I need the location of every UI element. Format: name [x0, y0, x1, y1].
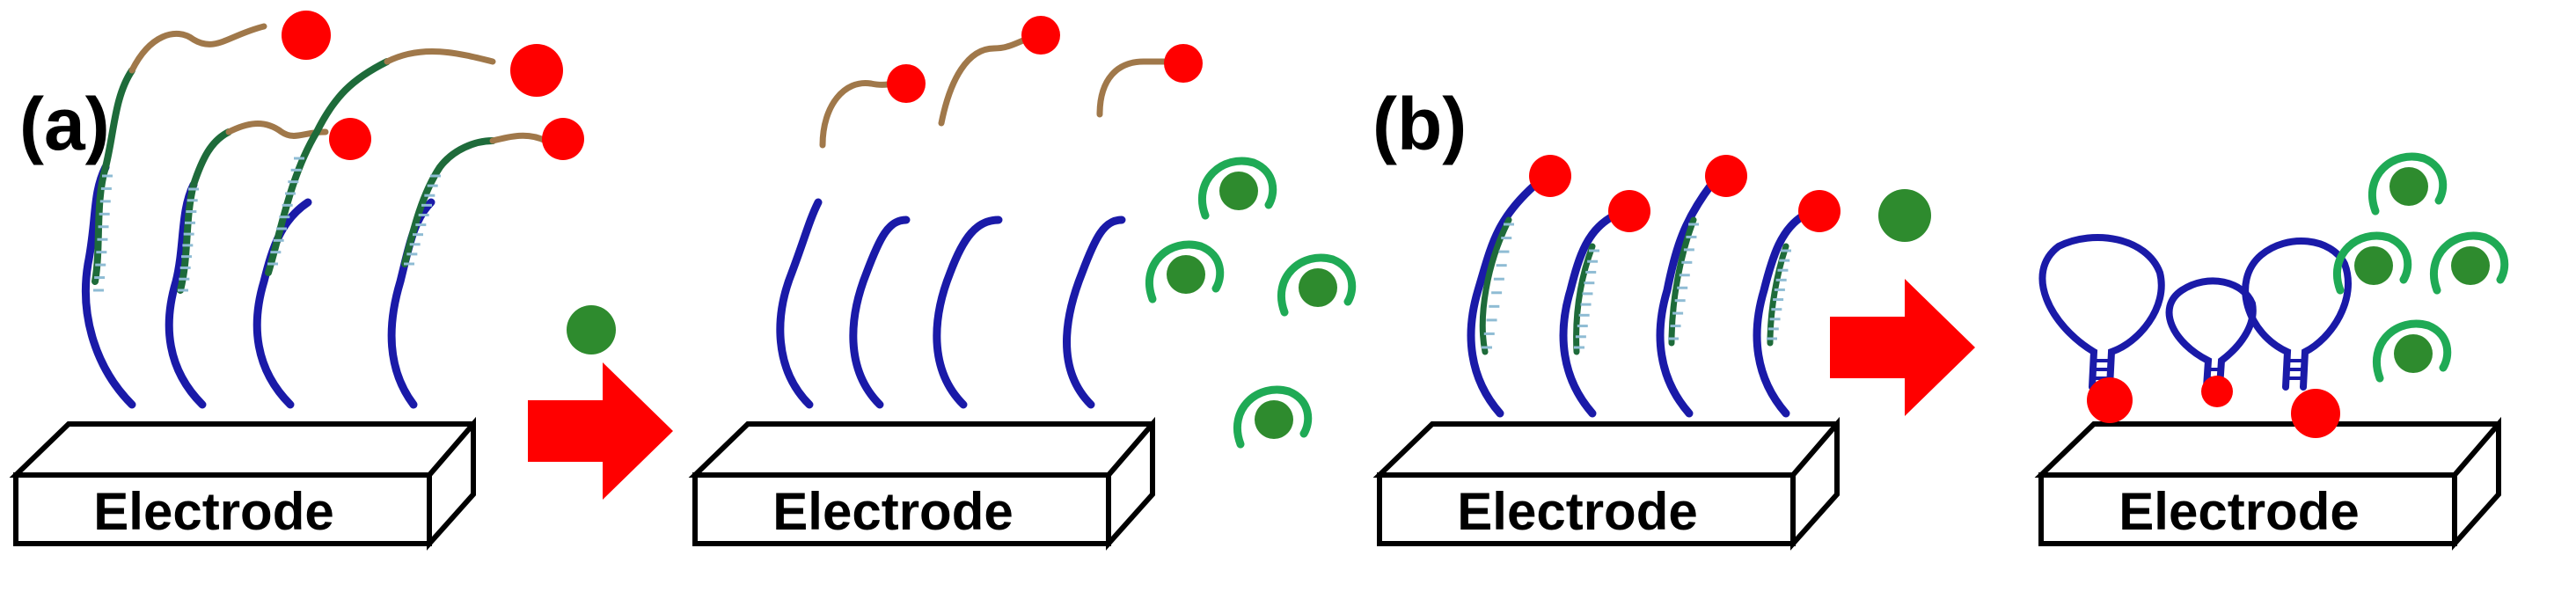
reaction-arrow-a [528, 362, 673, 500]
aptamer-target-complex [1202, 161, 1272, 216]
electrode-b-after-label: Electrode [2119, 482, 2359, 541]
redox-label [2291, 389, 2340, 438]
hybridization-rungs [93, 157, 1791, 349]
aptamer-target-complex [2376, 324, 2447, 378]
panel-a: (a) Electrode [16, 11, 1352, 544]
panel-a-label: (a) [19, 83, 110, 165]
aptamer-target-complex [1237, 390, 1307, 444]
hybridized-probe-strands [1467, 180, 1808, 418]
redox-label [2201, 376, 2233, 407]
redox-label [1164, 44, 1203, 83]
redox-label [1705, 155, 1747, 197]
hairpin-probes [2038, 234, 2352, 391]
redox-label [1021, 16, 1060, 55]
released-signal-strands [819, 32, 1182, 149]
redox-label [2087, 377, 2133, 423]
target-molecule [1878, 189, 1931, 242]
panel-b-label: (b) [1372, 83, 1467, 165]
aptamer-target-complex [2372, 157, 2442, 211]
redox-label [887, 64, 926, 103]
redox-label [1529, 155, 1571, 197]
reaction-arrow-b [1830, 279, 1975, 416]
electrode-a-before-label: Electrode [93, 482, 333, 541]
panel-b: (b) Electrode Electr [1372, 83, 2505, 544]
probe-duplex-strands [82, 11, 584, 409]
aptamer-target-complex [1149, 245, 1219, 299]
bare-probe-strands [776, 198, 1126, 409]
redox-label [1608, 190, 1650, 232]
target-molecule [567, 305, 616, 354]
electrode-b-before-label: Electrode [1457, 482, 1697, 541]
aptamer-target-complex [1281, 258, 1351, 312]
electrode-a-after-label: Electrode [772, 482, 1013, 541]
redox-label [1798, 190, 1841, 232]
aptamer-target-complex [2433, 236, 2504, 290]
